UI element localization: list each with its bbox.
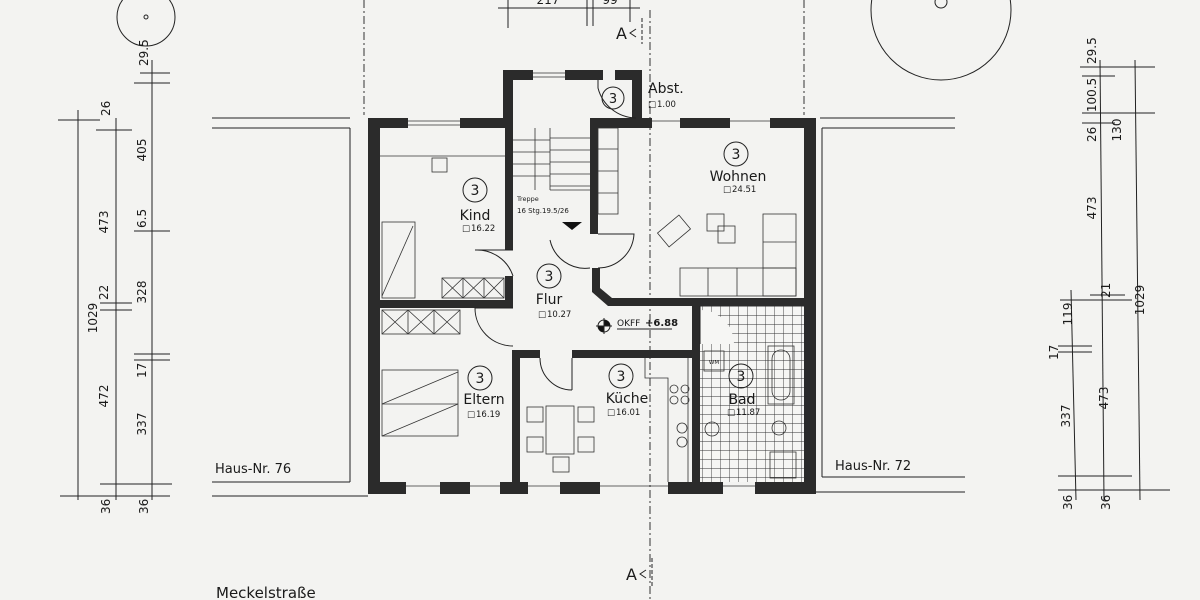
stair-spec: 16 Stg.19.5/26 [517,207,569,215]
right-dimensions: 29.5 100.5 26 473 130 119 17 337 36 21 4… [1047,37,1170,510]
room-abst: 3 Abst. □ 1.00 [601,81,684,110]
svg-text:337: 337 [1059,405,1073,428]
svg-text:130: 130 [1110,119,1124,142]
svg-text:3: 3 [737,369,746,385]
svg-text:405: 405 [135,139,149,162]
neighbor-right-label: Haus-Nr. 72 [835,459,911,474]
kueche-furniture [526,358,690,482]
svg-text:11.87: 11.87 [736,408,760,418]
windows [406,72,770,487]
svg-text:3: 3 [471,183,480,199]
svg-text:26: 26 [99,101,113,116]
svg-text:Kind: Kind [460,208,491,224]
svg-text:24.51: 24.51 [732,185,756,195]
stair-direction-icon [562,222,582,230]
svg-text:10.27: 10.27 [547,310,571,320]
svg-text:16.01: 16.01 [616,408,640,418]
svg-text:337: 337 [135,413,149,436]
svg-text:473: 473 [1097,387,1111,410]
room-flur: 3 Flur □ 10.27 [536,263,571,320]
svg-text:Flur: Flur [536,292,563,308]
kind-furniture [380,155,505,299]
svg-text:6.5: 6.5 [135,209,149,228]
svg-text:+6.88: +6.88 [645,318,678,329]
svg-text:36: 36 [1099,495,1113,510]
tree-left [116,0,176,47]
left-dimensions: 1029 26 473 22 472 36 29.5 405 6.5 328 1… [58,39,172,514]
room-wohnen: 3 Wohnen □ 24.51 [710,141,767,195]
top-dimension: 217 99 [498,0,640,28]
svg-text:472: 472 [97,385,111,408]
room-eltern: 3 Eltern □ 16.19 [463,365,505,420]
svg-text:21: 21 [1099,283,1113,298]
section-marker-top: A [616,18,643,44]
section-marker-bottom: A [626,558,653,586]
svg-text:36: 36 [137,499,151,514]
svg-text:36: 36 [1061,495,1075,510]
svg-text:A: A [616,24,627,43]
room-kueche: 3 Küche □ 16.01 [606,363,649,418]
svg-text:22: 22 [97,285,111,300]
svg-text:OKFF: OKFF [617,319,640,329]
svg-text:Eltern: Eltern [463,392,504,408]
svg-text:Bad: Bad [728,392,755,408]
svg-text:100.5: 100.5 [1085,78,1099,112]
neighbor-left-label: Haus-Nr. 76 [215,462,291,477]
svg-text:3: 3 [732,147,741,163]
svg-text:A: A [626,565,637,584]
svg-text:119: 119 [1061,303,1075,326]
svg-text:473: 473 [97,211,111,234]
svg-text:16.19: 16.19 [476,410,500,420]
walls [368,70,816,494]
street-label: Meckelstraße [216,584,316,600]
stair-label: Treppe [516,195,539,203]
svg-text:16.22: 16.22 [471,224,495,234]
svg-text:□: □ [607,408,615,418]
svg-text:29.5: 29.5 [137,39,151,66]
staircase: Treppe 16 Stg.19.5/26 [513,128,590,230]
svg-text:□: □ [462,224,470,234]
level-marker: OKFF +6.88 [596,318,678,334]
svg-text:17: 17 [135,363,149,378]
svg-text:17: 17 [1047,345,1061,360]
svg-text:□: □ [648,100,656,110]
svg-text:Küche: Küche [606,391,649,407]
dim-99: 99 [602,0,617,7]
svg-text:3: 3 [617,369,626,385]
svg-text:473: 473 [1085,197,1099,220]
room-bad: 3 Bad □ 11.87 [727,363,760,418]
svg-text:36: 36 [99,499,113,514]
wohnen-furniture [597,127,797,297]
eltern-furniture [381,309,461,437]
svg-text:3: 3 [545,269,554,285]
svg-text:3: 3 [609,92,617,107]
svg-text:□: □ [723,185,731,195]
svg-text:3: 3 [476,371,485,387]
svg-text:Wohnen: Wohnen [710,169,767,185]
svg-text:□: □ [467,410,475,420]
washing-machine-label: WM [709,360,719,366]
room-kind: 3 Kind □ 16.22 [460,177,495,234]
svg-text:328: 328 [135,281,149,304]
svg-text:26: 26 [1085,127,1099,142]
neighbor-lines [212,117,965,497]
svg-text:29.5: 29.5 [1085,37,1099,64]
svg-text:□: □ [727,408,735,418]
tree-right [870,0,1012,81]
svg-text:1.00: 1.00 [657,100,676,110]
svg-text:Abst.: Abst. [648,81,684,97]
svg-text:□: □ [538,310,546,320]
svg-text:1029: 1029 [86,303,100,334]
svg-text:1029: 1029 [1133,285,1147,316]
bad-tiles: WM [699,306,804,482]
dim-217: 217 [537,0,560,7]
